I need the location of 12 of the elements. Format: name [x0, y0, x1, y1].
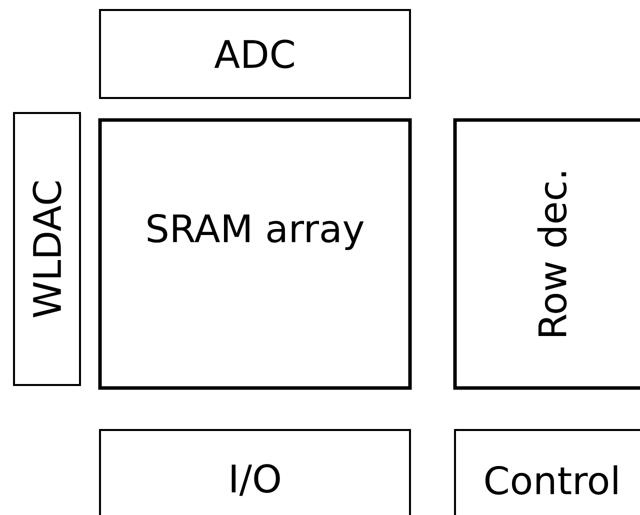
block-label: Control: [485, 465, 618, 495]
decoder-block: [453, 118, 640, 390]
adc-block: [99, 9, 411, 99]
wldac-block: [13, 112, 81, 386]
block-label: WLDAC: [32, 181, 62, 318]
block-label: I/O: [232, 464, 280, 496]
block-label: Row dec.: [537, 172, 567, 336]
block-label: ADC: [214, 40, 294, 68]
io-block: [99, 429, 411, 515]
array-block: [98, 118, 412, 390]
control-block: [454, 429, 640, 515]
block-label: SRAM array: [148, 214, 364, 250]
